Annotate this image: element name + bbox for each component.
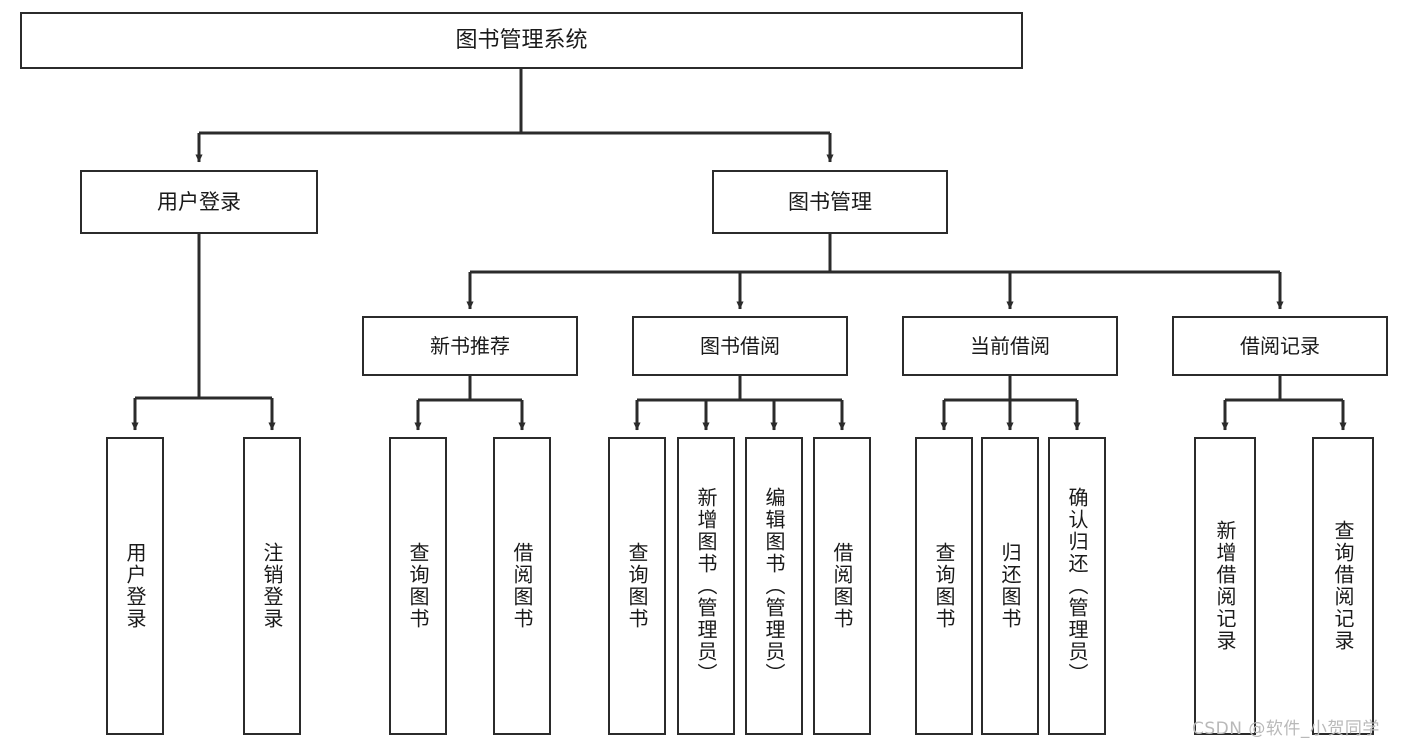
leaf-borrow-record-add[interactable]: 新增借阅记录 <box>1194 437 1256 735</box>
leaf-label: 查询图书 <box>932 542 956 630</box>
leaf-label: 归还图书 <box>998 542 1022 630</box>
leaf-label: 确认归还（管理员） <box>1065 487 1089 685</box>
leaf-new-book-query[interactable]: 查询图书 <box>389 437 447 735</box>
leaf-current-borrow-confirm-return[interactable]: 确认归还（管理员） <box>1048 437 1106 735</box>
leaf-user-login-login[interactable]: 用户登录 <box>106 437 164 735</box>
node-book-borrow[interactable]: 图书借阅 <box>632 316 848 376</box>
node-book-management[interactable]: 图书管理 <box>712 170 948 234</box>
leaf-book-borrow-edit[interactable]: 编辑图书（管理员） <box>745 437 803 735</box>
leaf-book-borrow-query[interactable]: 查询图书 <box>608 437 666 735</box>
leaf-label: 查询图书 <box>625 542 649 630</box>
leaf-borrow-record-query[interactable]: 查询借阅记录 <box>1312 437 1374 735</box>
node-borrow-record[interactable]: 借阅记录 <box>1172 316 1388 376</box>
node-user-login[interactable]: 用户登录 <box>80 170 318 234</box>
node-current-borrow[interactable]: 当前借阅 <box>902 316 1118 376</box>
node-root[interactable]: 图书管理系统 <box>20 12 1023 69</box>
leaf-book-borrow-add[interactable]: 新增图书（管理员） <box>677 437 735 735</box>
node-borrow-record-label: 借阅记录 <box>1240 334 1320 358</box>
node-book-borrow-label: 图书借阅 <box>700 334 780 358</box>
node-new-book-recommend[interactable]: 新书推荐 <box>362 316 578 376</box>
leaf-label: 借阅图书 <box>510 542 534 630</box>
leaf-label: 新增图书（管理员） <box>694 487 718 685</box>
node-root-label: 图书管理系统 <box>455 27 588 53</box>
leaf-label: 用户登录 <box>123 542 147 630</box>
node-book-management-label: 图书管理 <box>788 189 872 214</box>
node-user-login-label: 用户登录 <box>157 189 241 214</box>
node-current-borrow-label: 当前借阅 <box>970 334 1050 358</box>
leaf-new-book-borrow[interactable]: 借阅图书 <box>493 437 551 735</box>
leaf-current-borrow-query[interactable]: 查询图书 <box>915 437 973 735</box>
leaf-label: 查询图书 <box>406 542 430 630</box>
leaf-label: 新增借阅记录 <box>1213 520 1237 652</box>
leaf-label: 注销登录 <box>260 542 284 630</box>
leaf-book-borrow-borrow[interactable]: 借阅图书 <box>813 437 871 735</box>
leaf-label: 借阅图书 <box>830 542 854 630</box>
node-new-book-recommend-label: 新书推荐 <box>430 334 510 358</box>
leaf-current-borrow-return[interactable]: 归还图书 <box>981 437 1039 735</box>
leaf-user-login-logout[interactable]: 注销登录 <box>243 437 301 735</box>
leaf-label: 查询借阅记录 <box>1331 520 1355 652</box>
leaf-label: 编辑图书（管理员） <box>762 487 786 685</box>
